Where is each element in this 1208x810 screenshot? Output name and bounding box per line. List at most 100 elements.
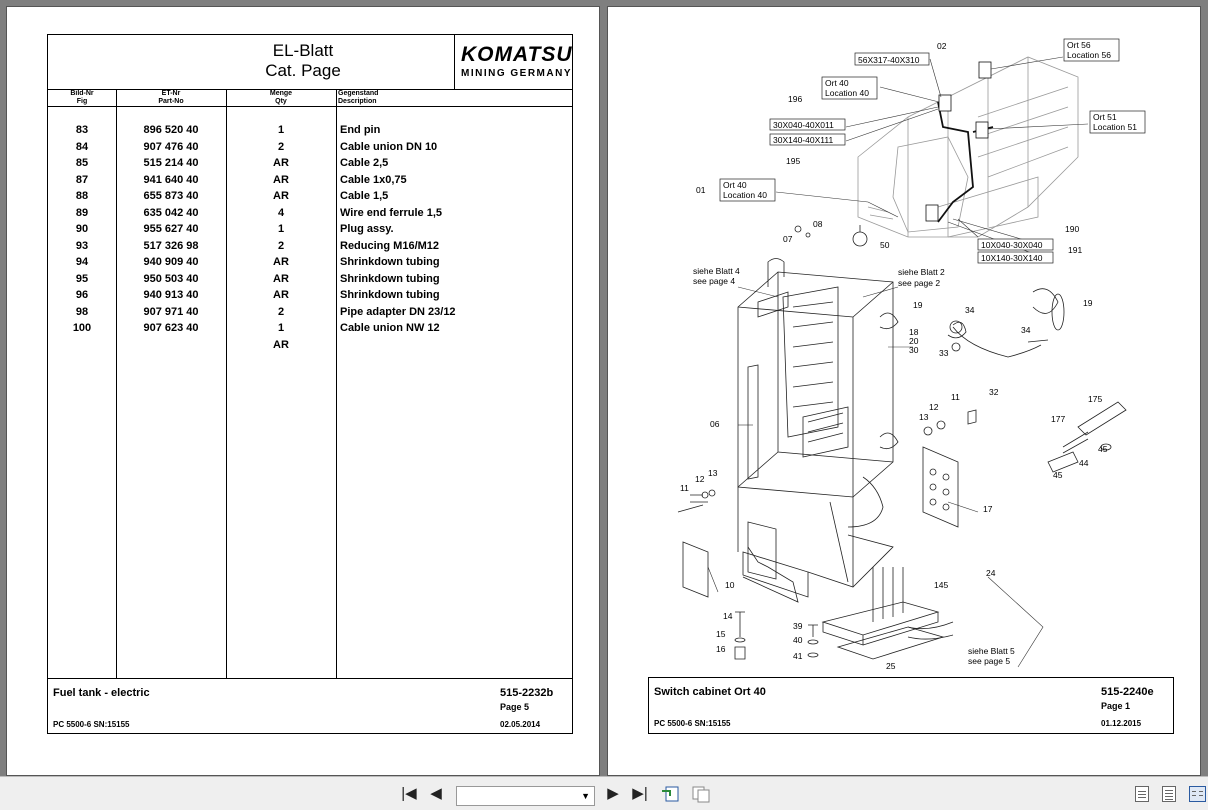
page-select-dropdown[interactable]: ▼: [456, 786, 595, 806]
catalog-page-right: 02 56X317-40X310 Ort 56 Location 56 Ort …: [607, 6, 1201, 776]
callout-label: 19: [913, 300, 923, 310]
column-divider: [116, 89, 117, 678]
cell-description: Cable 2,5: [340, 157, 389, 169]
continuous-icon[interactable]: [1162, 786, 1176, 802]
callout-label: Ort 40: [825, 78, 849, 88]
viewer-toolbar: |◀ ◀ ▶ ▶|: [0, 776, 1208, 810]
chevron-down-icon: ▼: [581, 791, 590, 801]
cell-part-no: 896 520 40: [143, 124, 199, 136]
callout-label: Ort 40: [723, 180, 747, 190]
cell-qty: AR: [273, 256, 289, 268]
callout-label: 44: [1079, 458, 1089, 468]
cell-description: Shrinkdown tubing: [340, 289, 440, 301]
cell-fig: 95: [75, 272, 89, 285]
cell-qty: AR: [273, 272, 289, 285]
machine-illustration: [857, 56, 1079, 238]
callout-label: see page 5: [968, 656, 1010, 666]
callout-label: 30X040-40X011: [773, 120, 834, 130]
plates: [682, 446, 959, 598]
single-page-icon[interactable]: [1135, 786, 1149, 802]
footer-page: Page 5: [500, 702, 530, 712]
callout-label: 08: [813, 219, 823, 229]
callout-label: Ort 56: [1067, 40, 1091, 50]
komatsu-logo: KOMATSU MINING GERMANY: [454, 35, 573, 89]
cell-fig: 90: [75, 223, 89, 235]
cable-route: [937, 101, 994, 223]
cell-fig: 96: [75, 289, 89, 301]
last-page-icon[interactable]: ▶|: [632, 785, 648, 802]
callout-label: siehe Blatt 4: [693, 266, 740, 276]
callout-label: Ort 51: [1093, 112, 1117, 122]
sheet-title-de: EL-Blatt: [272, 41, 334, 60]
sheet-footer: Switch cabinet Ort 40 515-2240e Page 1 P…: [648, 677, 1174, 734]
callout-label: see page 4: [693, 276, 735, 286]
table-row: 83 896 520 40 1 End pin: [48, 123, 572, 140]
callout-label: 32: [989, 387, 999, 397]
callout-label: 50: [880, 240, 890, 250]
previous-page-icon[interactable]: ◀: [430, 785, 442, 802]
callout-label: 07: [783, 234, 793, 244]
callout-label: see page 2: [898, 278, 940, 288]
cell-part-no: 655 873 40: [143, 190, 199, 202]
copy-pages-icon[interactable]: [660, 785, 682, 803]
callout-label: 33: [939, 348, 949, 358]
callout-label: 41: [793, 651, 803, 661]
cell-description: End pin: [340, 124, 381, 136]
label-boxes: [719, 38, 1146, 264]
callout-label: siehe Blatt 5: [968, 646, 1015, 656]
column-divider: [226, 89, 227, 678]
gland-plate: [821, 567, 954, 660]
footer-page: Page 1: [1101, 701, 1131, 711]
callout-label: 06: [710, 419, 720, 429]
callout-label: siehe Blatt 2: [898, 267, 945, 277]
cell-fig: 83: [75, 124, 89, 136]
callout-label: 18: [909, 327, 919, 337]
callout-label: 175: [1088, 394, 1102, 404]
cell-qty: 1: [277, 124, 285, 136]
two-page-icon[interactable]: [1189, 786, 1206, 802]
callout-label: 11: [680, 483, 689, 493]
cell-description: Cable 1,5: [340, 190, 389, 202]
cell-qty: 1: [277, 223, 285, 235]
callout-label: 177: [1051, 414, 1065, 424]
cell-qty: 2: [277, 239, 285, 252]
cell-part-no: 955 627 40: [143, 223, 199, 235]
footer-title: Switch cabinet Ort 40: [654, 686, 766, 698]
cell-fig: 94: [75, 256, 89, 268]
cell-part-no: 907 623 40: [143, 322, 199, 334]
next-page-icon[interactable]: ▶: [607, 785, 619, 802]
callout-label: 40: [793, 635, 803, 645]
table-row: AR: [48, 338, 572, 355]
footer-date: 01.12.2015: [1101, 719, 1142, 728]
callout-label: 11: [951, 392, 960, 402]
footer-date: 02.05.2014: [500, 720, 541, 729]
cell-part-no: 940 909 40: [143, 256, 199, 268]
callout-label: Location 40: [825, 88, 869, 98]
footer-doc-number: 515-2240e: [1101, 686, 1154, 698]
cell-part-no: 635 042 40: [143, 206, 199, 219]
footer-serial: PC 5500-6 SN:15155: [654, 719, 731, 728]
column-divider: [336, 89, 337, 678]
callout-label: 10X140-30X140: [981, 253, 1043, 263]
cell-qty: AR: [273, 190, 289, 202]
callout-label: 10X040-30X040: [981, 240, 1043, 250]
cell-description: Pipe adapter DN 23/12: [340, 305, 456, 318]
callout-label: 24: [986, 568, 996, 578]
callout-labels: 02 56X317-40X310 Ort 56 Location 56 Ort …: [680, 40, 1137, 671]
paste-pages-icon[interactable]: [690, 785, 712, 803]
cell-qty: AR: [273, 157, 289, 169]
cell-qty: 4: [277, 206, 285, 219]
callout-label: 16: [716, 644, 726, 654]
cell-fig: 88: [75, 190, 89, 202]
first-page-icon[interactable]: |◀: [401, 785, 417, 802]
callout-label: 190: [1065, 224, 1079, 234]
callout-label: Location 40: [723, 190, 767, 200]
cell-qty: 2: [277, 305, 285, 318]
cell-description: Plug assy.: [340, 223, 394, 235]
